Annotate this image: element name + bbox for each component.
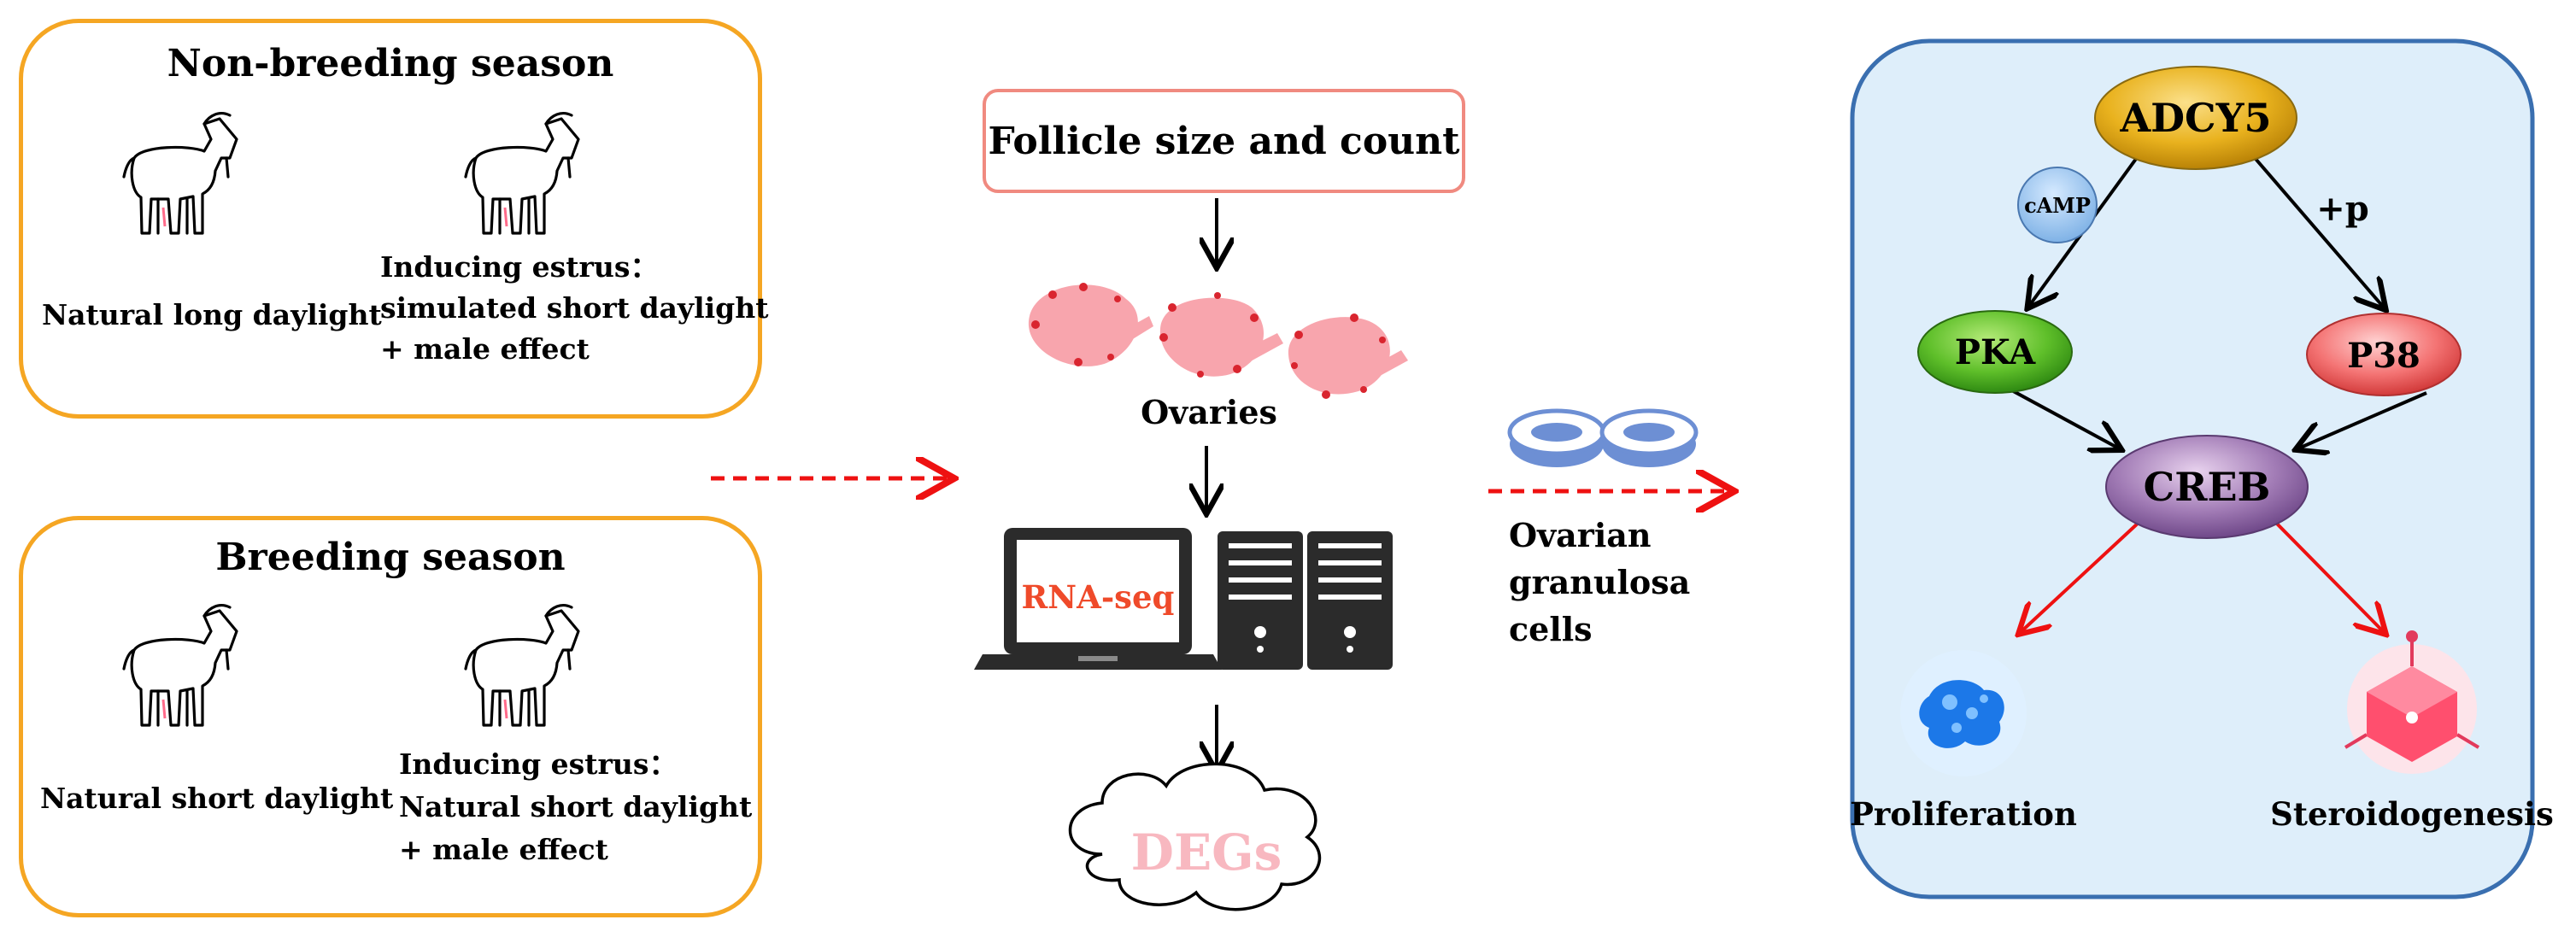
p38-node — [2306, 313, 2462, 396]
arrow-adcy5-to-p38 — [2254, 157, 2384, 308]
goat-icon — [122, 112, 238, 235]
gc-label-line3: cells — [1509, 610, 1593, 648]
condition-inducing-estrus-line1: Inducing estrus： — [380, 250, 659, 284]
camp-label: cAMP — [2024, 193, 2091, 218]
adcy5-label: ADCY5 — [2119, 95, 2271, 141]
arrow-creb-to-proliferation — [2021, 519, 2142, 632]
condition-inducing-estrus-line2: simulated short daylight — [380, 291, 769, 325]
pka-label: PKA — [1955, 332, 2036, 372]
steroidogenesis-icon — [2344, 630, 2480, 774]
condition-inducing-estrus-line3: + male effect — [380, 332, 590, 366]
ovaries-label: Ovaries — [1141, 393, 1277, 431]
plus-p-label: +p — [2316, 189, 2368, 229]
server-icon — [1218, 531, 1393, 670]
degs-label: DEGs — [1131, 823, 1282, 882]
proliferation-icon — [1900, 650, 2027, 776]
gc-label-line1: Ovarian — [1509, 516, 1652, 554]
creb-label: CREB — [2144, 464, 2271, 510]
p38-label: P38 — [2347, 336, 2421, 376]
arrow-pka-to-creb — [1997, 381, 2119, 448]
petri-dish-icon — [1507, 408, 1699, 467]
goat-icon — [464, 112, 580, 235]
goat-icon — [122, 604, 238, 727]
goat-icon — [464, 604, 580, 727]
follicle-label: Follicle size and count — [988, 119, 1460, 163]
gc-label-line2: granulosa — [1509, 563, 1690, 601]
ovary-2 — [1159, 292, 1283, 378]
adcy5-node — [2094, 66, 2297, 170]
breeding-panel: Breeding season Natural short daylight I… — [19, 516, 762, 917]
proliferation-label: Proliferation — [1850, 795, 2077, 833]
steroidogenesis-label: Steroidogenesis — [2270, 795, 2554, 833]
breeding-title: Breeding season — [215, 536, 566, 579]
ovary-1 — [1028, 283, 1153, 366]
non-breeding-title: Non-breeding season — [167, 42, 614, 85]
arrow-p38-to-creb — [2298, 391, 2427, 448]
non-breeding-panel: Non-breeding season Natural long dayligh… — [19, 19, 768, 419]
rnaseq-label: RNA-seq — [1022, 578, 1175, 616]
ovary-3 — [1288, 313, 1408, 399]
condition-inducing-estrus-line1: Inducing estrus： — [399, 747, 678, 781]
pka-node — [1917, 310, 2073, 394]
camp-node — [2017, 167, 2098, 243]
cloud-icon — [1068, 762, 1322, 911]
laptop-icon — [974, 528, 1222, 670]
condition-inducing-estrus-line2: Natural short daylight — [399, 790, 753, 823]
condition-natural-short: Natural short daylight — [40, 782, 394, 815]
arrow-creb-to-steroidogenesis — [2271, 518, 2384, 632]
condition-natural-long: Natural long daylight — [42, 298, 382, 331]
follicle-box: Follicle size and count — [983, 89, 1465, 193]
condition-inducing-estrus-line3: + male effect — [399, 833, 608, 866]
creb-node — [2105, 435, 2309, 539]
